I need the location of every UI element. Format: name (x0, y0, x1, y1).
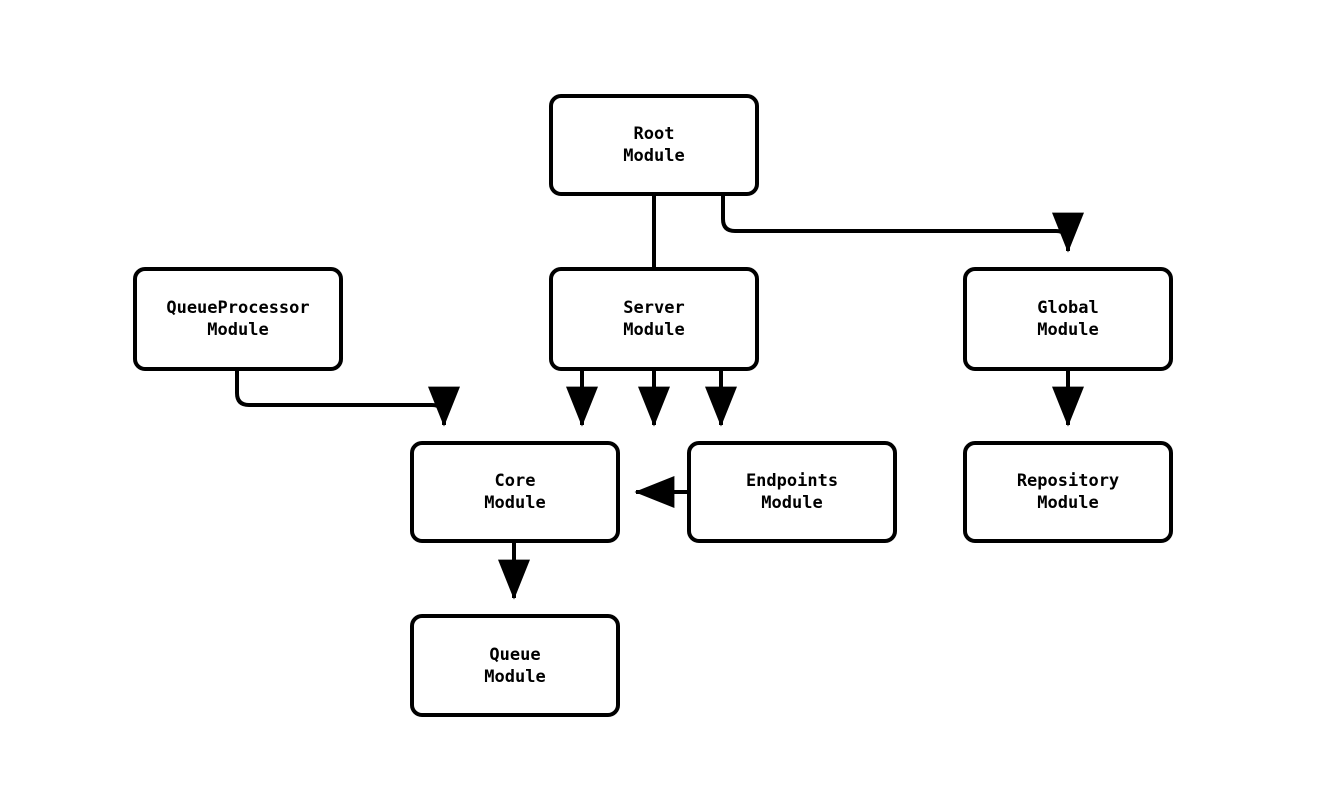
node-server-module-line1: Server (623, 298, 685, 318)
node-repository-module[interactable]: Repository Module (963, 441, 1173, 543)
node-server-module[interactable]: Server Module (549, 267, 759, 371)
node-global-module-line1: Global (1037, 298, 1099, 318)
node-queue-module-line1: Queue (489, 644, 541, 665)
node-queue-module[interactable]: Queue Module (410, 614, 620, 717)
node-root-module[interactable]: Root Module (549, 94, 759, 196)
node-root-module-line2: Module (623, 146, 685, 166)
node-server-module-line2: Module (623, 320, 685, 340)
node-endpoints-module[interactable]: Endpoints Module (687, 441, 897, 543)
node-root-module-line1: Root (633, 124, 675, 144)
node-queueprocessor-module-line1: QueueProcessor (166, 298, 310, 318)
node-endpoints-module-line1: Endpoints (745, 471, 839, 491)
node-queueprocessor-module-line2: Module (207, 320, 269, 340)
node-global-module[interactable]: Global Module (963, 267, 1173, 371)
node-core-module-line2: Module (484, 493, 546, 513)
node-core-module[interactable]: Core Module (410, 441, 620, 543)
node-repository-module-line1: Repository (1016, 471, 1120, 491)
node-core-module-line1: Core (494, 471, 536, 491)
node-queue-module-line2: Module (484, 666, 546, 687)
edges-group (235, 196, 1084, 600)
node-endpoints-module-line2: Module (761, 493, 823, 513)
node-repository-module-line2: Module (1037, 493, 1099, 513)
node-global-module-line2: Module (1037, 320, 1099, 340)
edge-queueprocessor-to-core (235, 371, 460, 427)
edge-root-to-global (721, 196, 1084, 253)
node-queueprocessor-module[interactable]: QueueProcessor Module (133, 267, 343, 371)
